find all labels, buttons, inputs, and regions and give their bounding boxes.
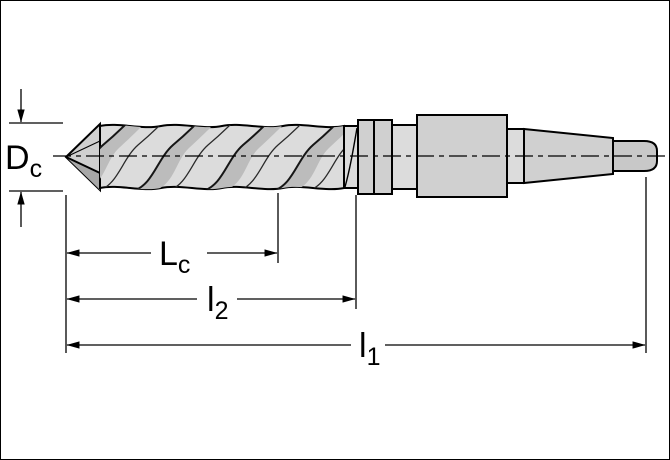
l2-label: l2 xyxy=(207,281,228,325)
drill-tang xyxy=(612,140,658,172)
dc-label-base: D xyxy=(5,139,30,177)
dc-label: Dc xyxy=(5,139,42,183)
drill-shank-section xyxy=(391,124,418,190)
lc-label-base: L xyxy=(159,235,178,273)
lc-label-sub: c xyxy=(178,251,191,279)
dimension-l1: l1 xyxy=(66,177,647,371)
drill-taper-shank xyxy=(523,127,614,185)
dc-label-sub: c xyxy=(30,155,43,183)
l1-label: l1 xyxy=(359,327,380,371)
drill-neck xyxy=(343,125,359,189)
dimension-l2: l2 xyxy=(66,195,357,325)
drill-collar xyxy=(357,119,393,195)
drill-tip xyxy=(64,121,101,193)
drill-flutes xyxy=(100,124,344,190)
dimension-lc: Lc xyxy=(66,193,279,279)
drill-bit xyxy=(64,114,658,198)
dimension-dc: Dc xyxy=(5,89,63,227)
l2-label-base: l xyxy=(207,281,215,319)
l2-label-sub: 2 xyxy=(215,297,229,325)
l1-label-sub: 1 xyxy=(367,343,381,371)
l1-label-base: l xyxy=(359,327,367,365)
lc-label: Lc xyxy=(159,235,190,279)
